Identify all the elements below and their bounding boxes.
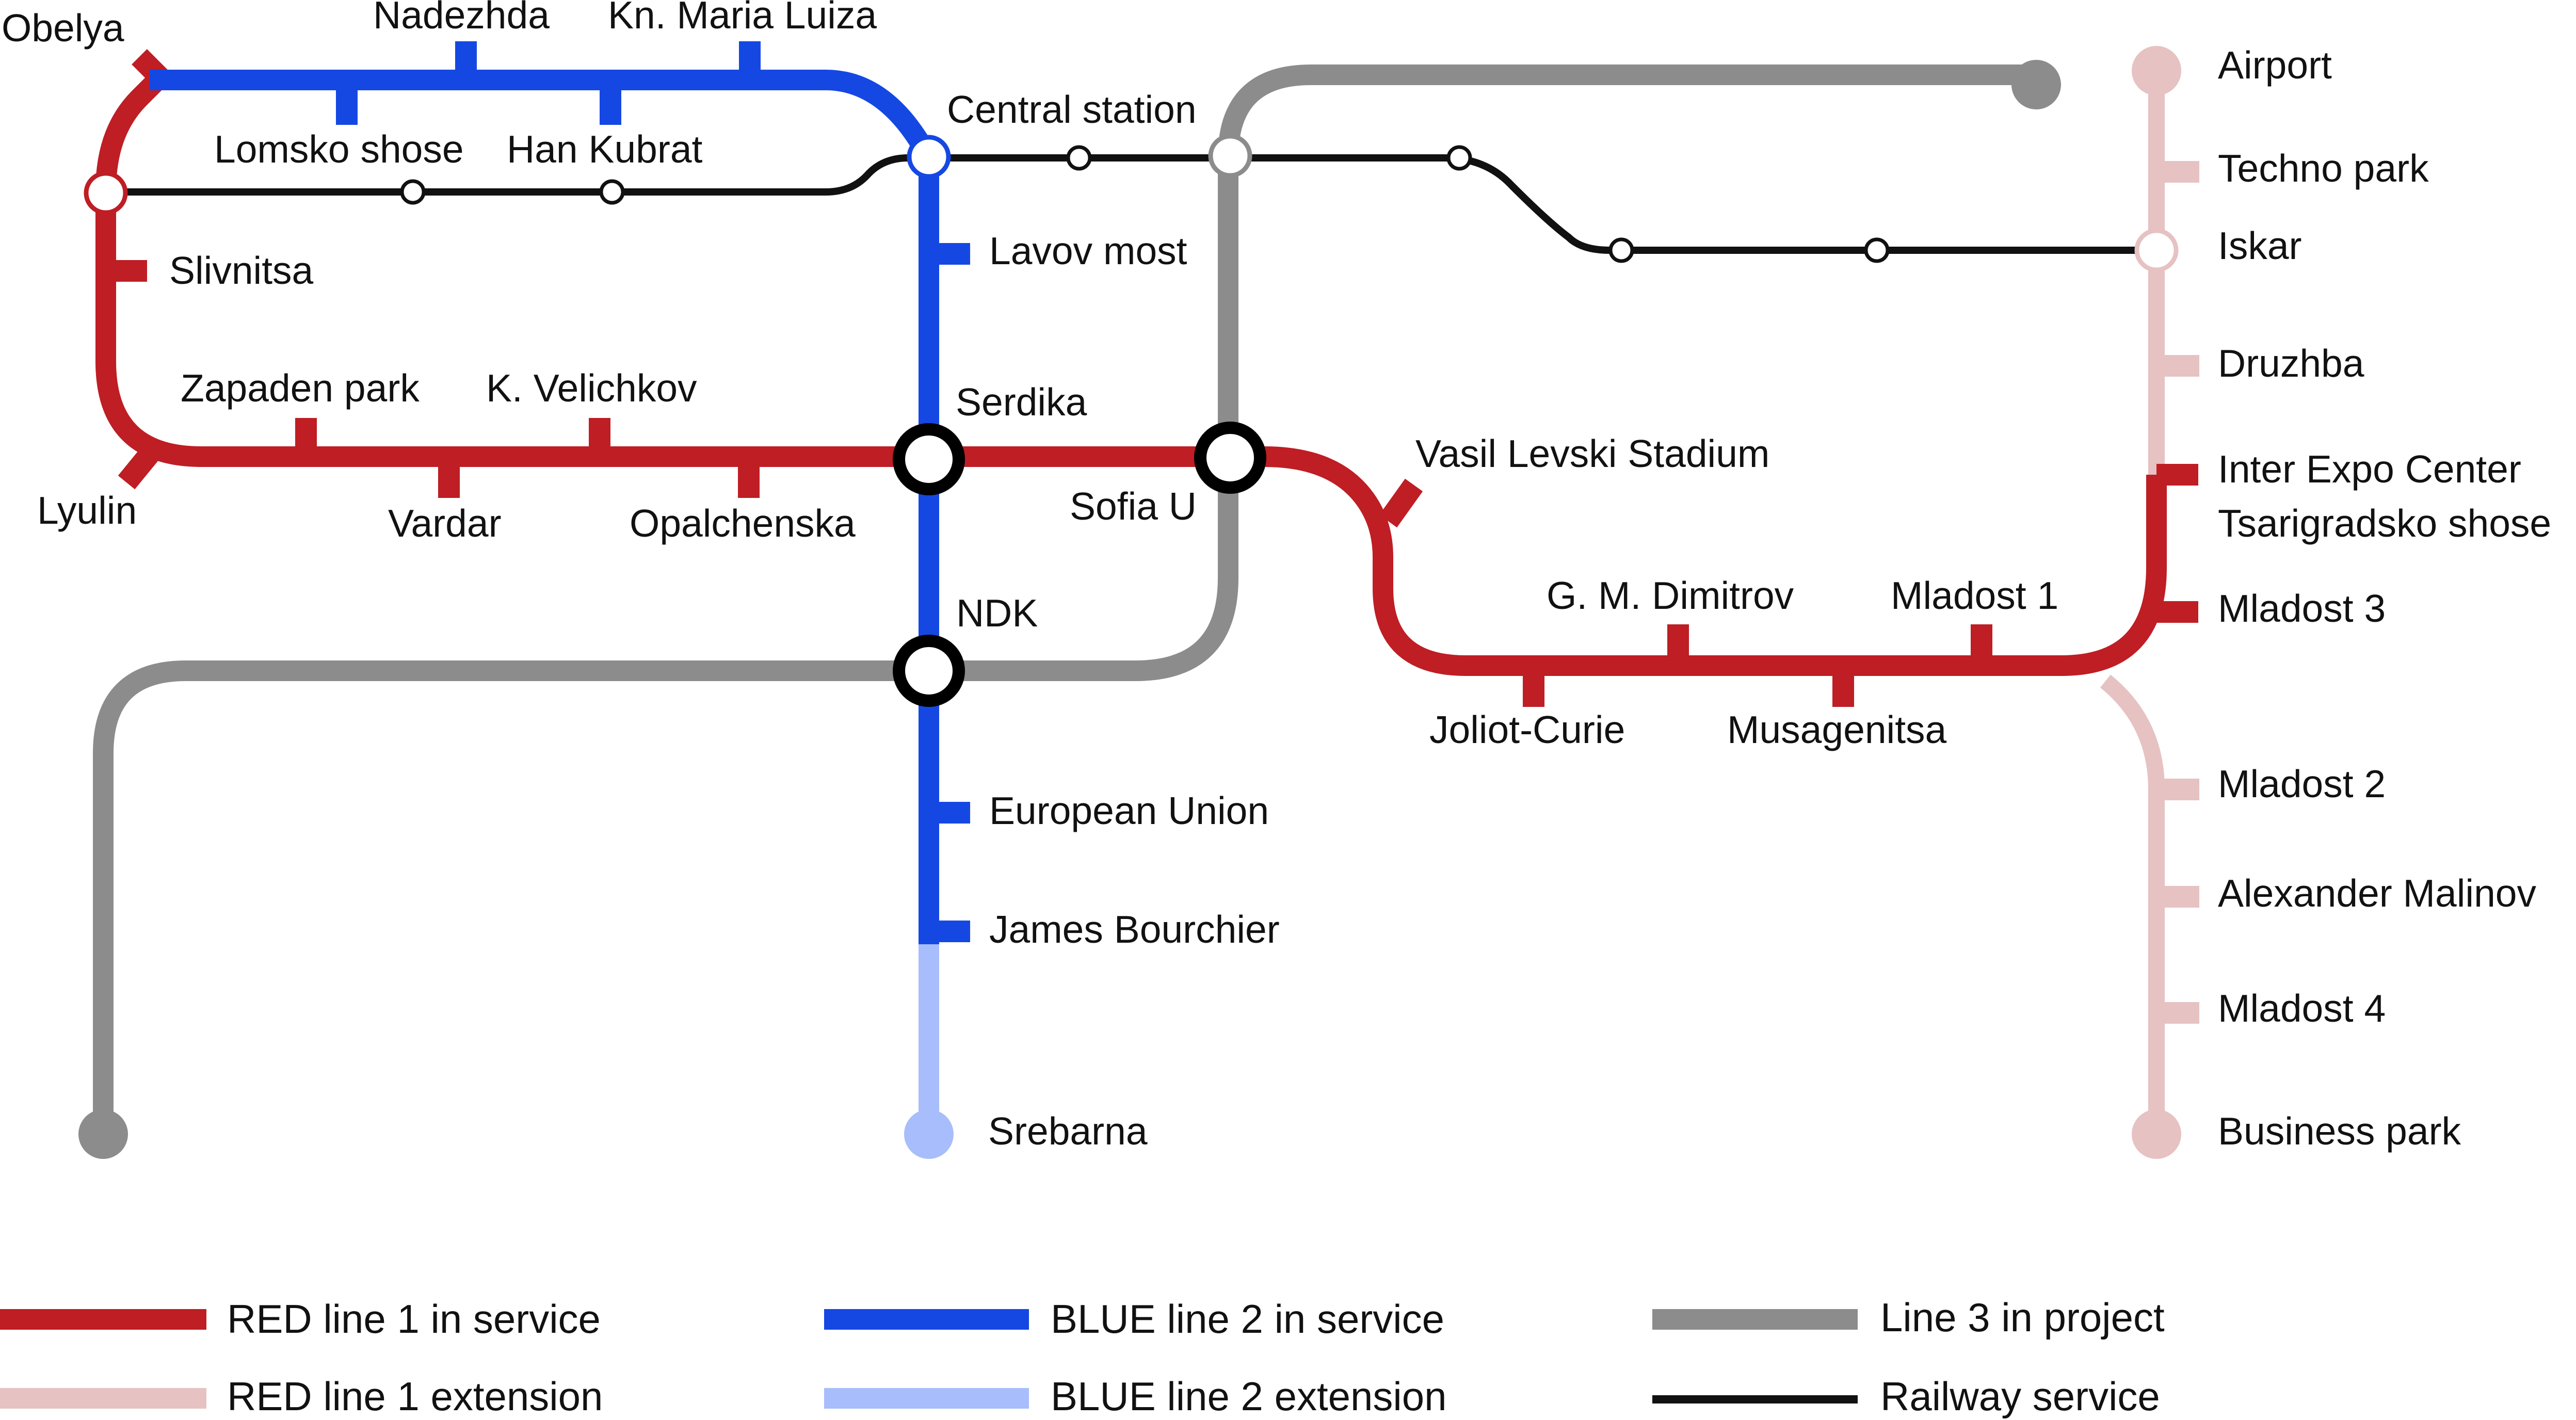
lyulin-tick	[118, 447, 158, 490]
station-label-alexander-malinov: Alexander Malinov	[2218, 872, 2536, 915]
station-label-g-m-dimitrov: G. M. Dimitrov	[1547, 574, 1794, 617]
station-label-srebarna: Srebarna	[988, 1109, 1148, 1153]
station-label-techno-park: Techno park	[2218, 147, 2429, 190]
legend: RED line 1 in service RED line 1 extensi…	[0, 1295, 2165, 1419]
railway-stop	[1864, 237, 1890, 263]
station-label-obelya: Obelya	[2, 6, 124, 50]
red-line-ticks	[106, 49, 2198, 707]
station-label-airport: Airport	[2218, 43, 2332, 87]
railway-stops	[400, 145, 1890, 263]
red-line-extension	[2100, 71, 2165, 1134]
line-3-railway-interchange	[1208, 134, 1252, 178]
station-label-sofia-u: Sofia U	[1070, 485, 1197, 528]
srebarna-terminal	[904, 1109, 954, 1159]
station-label-lyulin: Lyulin	[37, 489, 137, 532]
railway-stop	[1066, 145, 1092, 171]
station-label-nadezhda: Nadezhda	[373, 0, 550, 37]
legend-label-blue-service: BLUE line 2 in service	[1051, 1296, 1444, 1342]
ndk-interchange	[893, 635, 965, 707]
business-park-terminal	[2132, 1109, 2181, 1159]
station-label-iskar: Iskar	[2218, 224, 2302, 267]
station-label-joliot-curie: Joliot-Curie	[1429, 708, 1625, 751]
railway-stop	[400, 179, 426, 205]
station-label-business-park: Business park	[2218, 1109, 2461, 1153]
station-label-han-kubrat: Han Kubrat	[507, 127, 703, 171]
station-label-opalchenska: Opalchenska	[630, 502, 856, 545]
legend-label-blue-extension: BLUE line 2 extension	[1051, 1374, 1446, 1419]
legend-label-railway: Railway service	[1880, 1374, 2160, 1419]
line-3-west-segment	[93, 64, 2036, 1134]
blue-line-ticks	[336, 41, 970, 942]
airport-terminal	[2132, 46, 2181, 95]
station-label-zapaden-park: Zapaden park	[181, 366, 420, 410]
station-label-kn-maria-luiza: Kn. Maria Luiza	[608, 0, 877, 37]
station-label-slivnitsa: Slivnitsa	[169, 249, 314, 292]
station-labels: Obelya Nadezhda Kn. Maria Luiza Lomsko s…	[2, 0, 2551, 1153]
legend-label-line3: Line 3 in project	[1880, 1295, 2165, 1340]
station-label-mladost-4: Mladost 4	[2218, 987, 2386, 1030]
line-3-project	[93, 64, 2036, 1134]
central-station-interchange	[907, 135, 951, 179]
station-label-lomsko-shose: Lomsko shose	[214, 127, 464, 171]
station-label-vasil-levski-stadium: Vasil Levski Stadium	[1415, 432, 1769, 475]
station-label-lavov-most: Lavov most	[989, 229, 1187, 272]
railway-service	[103, 154, 2156, 254]
line-3-west-terminal	[78, 1109, 128, 1159]
legend-label-red-service: RED line 1 in service	[227, 1296, 601, 1342]
red-line-main	[95, 72, 2167, 676]
serdika-interchange	[893, 423, 965, 495]
station-label-mladost-3: Mladost 3	[2218, 587, 2386, 630]
railway-stop	[1608, 237, 1634, 263]
station-label-james-bourchier: James Bourchier	[989, 908, 1280, 951]
station-label-serdika: Serdika	[956, 380, 1087, 424]
red-extension-terminals	[2132, 46, 2181, 1159]
major-interchanges	[893, 422, 1266, 707]
vasil-levski-tick	[1379, 478, 1423, 528]
iskar-railway-interchange	[2134, 228, 2179, 272]
line-3-terminals	[78, 60, 2061, 1159]
railway-stop	[599, 179, 625, 205]
railway-stop	[1446, 145, 1472, 171]
station-label-vardar: Vardar	[388, 502, 502, 545]
sofia-u-interchange	[1194, 422, 1266, 494]
station-label-european-union: European Union	[989, 789, 1269, 832]
station-label-mladost-1: Mladost 1	[1891, 574, 2058, 617]
station-label-mladost-2: Mladost 2	[2218, 762, 2386, 805]
station-label-inter-expo-center: Inter Expo Center	[2218, 447, 2521, 491]
red-extension-ticks	[2156, 161, 2199, 1024]
line-3-east-terminal	[2011, 60, 2061, 109]
slivnitsa-railway-interchange	[84, 171, 128, 215]
station-label-central-station: Central station	[947, 88, 1197, 131]
railway-interchanges	[84, 134, 2179, 272]
station-label-musagenitsa: Musagenitsa	[1727, 708, 1947, 751]
red-line-1	[95, 72, 2167, 676]
red-extension-business-park-branch	[2100, 674, 2165, 1134]
legend-label-red-extension: RED line 1 extension	[227, 1374, 603, 1419]
station-label-tsarigradsko-shose: Tsarigradsko shose	[2218, 502, 2551, 545]
station-label-k-velichkov: K. Velichkov	[486, 366, 697, 410]
station-label-ndk: NDK	[956, 591, 1038, 635]
station-label-druzhba: Druzhba	[2218, 342, 2364, 385]
railway-line	[103, 154, 2156, 254]
